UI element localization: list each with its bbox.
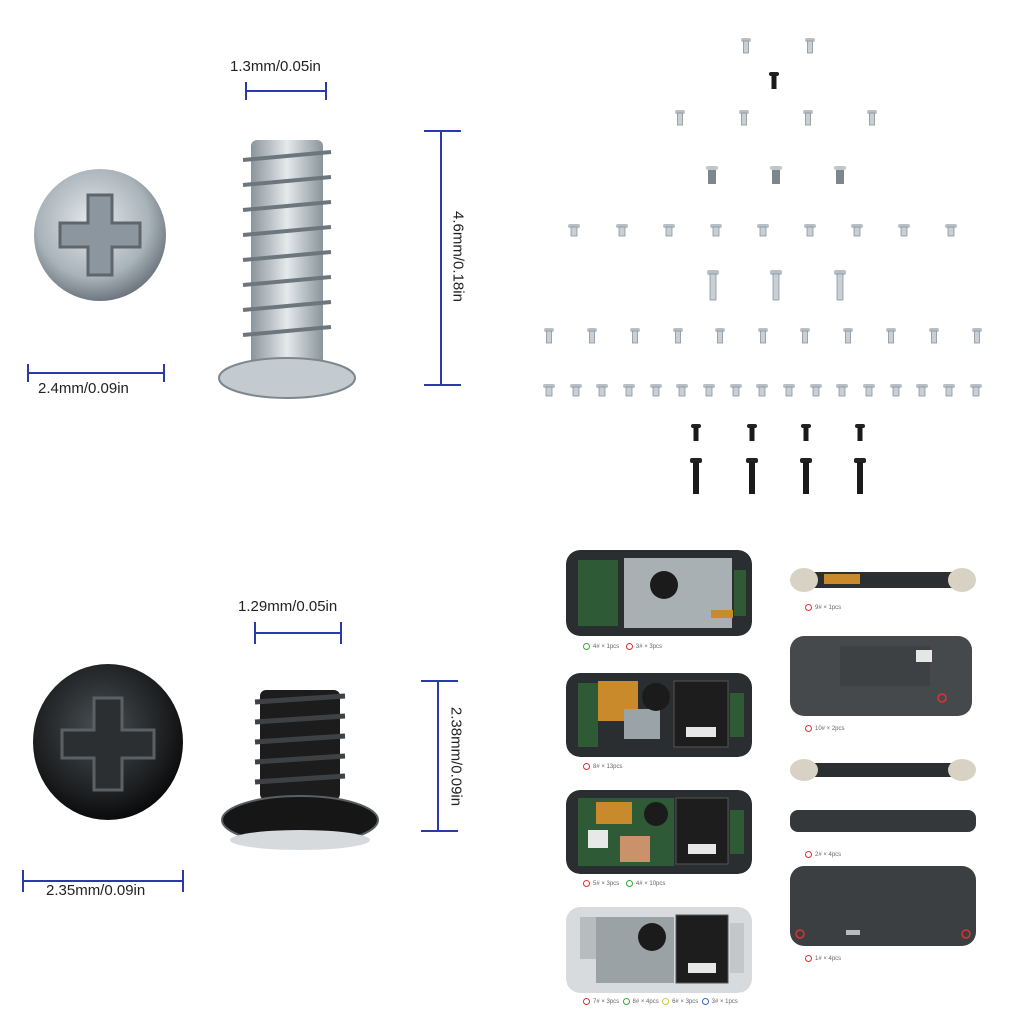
console-3-caption: 5# × 3pcs 4# × 10pcs — [583, 880, 665, 887]
console-side-image-bottom — [790, 810, 976, 832]
black-length-label: 2.38mm/0.09in — [447, 706, 465, 807]
console-3-caption-a: 5# × 3pcs — [593, 881, 620, 888]
console-3-caption-b: 4# × 10pcs — [635, 881, 666, 888]
back-bottom-caption-a: 1# × 4pcs — [815, 956, 842, 963]
screw-set-image — [542, 37, 983, 494]
console-back-image-bottom — [790, 866, 976, 946]
silver-length-label: 4.6mm/0.18in — [449, 211, 467, 302]
silver-head-dimension-line — [245, 82, 327, 100]
console-4-caption-c: 6# × 3pcs — [672, 999, 699, 1006]
back-top-caption-a: 10# × 2pcs — [815, 726, 845, 733]
side-top-caption: 9# × 1pcs — [805, 604, 841, 611]
back-top-caption: 10# × 2pcs — [805, 725, 845, 732]
black-head-width-label: 1.29mm/0.05in — [238, 598, 338, 615]
silver-head-width-label: 1.3mm/0.05in — [230, 58, 321, 75]
console-2-caption: 8# × 13pcs — [583, 763, 623, 770]
sides-mid-caption: 2# × 4pcs — [805, 851, 841, 858]
side-top-caption-a: 9# × 1pcs — [815, 605, 842, 612]
black-diameter-dimension-line — [22, 870, 184, 892]
back-bottom-caption: 1# × 4pcs — [805, 955, 841, 962]
black-head-dimension-line — [254, 622, 342, 644]
console-internal-image-1 — [566, 550, 752, 636]
console-4-caption-a: 7# × 3pcs — [593, 999, 620, 1006]
silver-diameter-label: 2.4mm/0.09in — [38, 380, 129, 397]
console-4-caption: 7# × 3pcs 8# × 4pcs 6# × 3pcs 3# × 1pcs — [583, 998, 738, 1005]
console-back-image-top — [790, 636, 972, 716]
sides-mid-caption-a: 2# × 4pcs — [815, 852, 842, 859]
console-4-caption-b: 8# × 4pcs — [632, 999, 659, 1006]
silver-screw-side-image — [218, 140, 356, 399]
console-2-caption-a: 8# × 13pcs — [593, 764, 623, 771]
console-1-caption: 4# × 1pcs 3# × 3pcs — [583, 643, 662, 650]
console-internal-image-4 — [566, 907, 752, 993]
black-diameter-label: 2.35mm/0.09in — [46, 882, 146, 899]
console-internal-image-2 — [566, 673, 752, 757]
console-side-image-top — [790, 568, 976, 592]
console-side-image-mid — [790, 759, 976, 781]
silver-diameter-dimension-line — [27, 364, 165, 382]
console-1-caption-b: 3# × 3pcs — [635, 644, 663, 651]
console-internal-image-3 — [566, 790, 752, 874]
black-length-dimension-line — [421, 680, 458, 832]
console-1-caption-a: 4# × 1pcs — [593, 644, 620, 651]
black-screw-side-image — [221, 690, 379, 850]
silver-length-dimension-line — [424, 130, 461, 386]
silver-screw-head-image — [34, 169, 166, 301]
black-screw-head-image — [33, 664, 183, 820]
console-4-caption-d: 3# × 1pcs — [711, 999, 738, 1006]
